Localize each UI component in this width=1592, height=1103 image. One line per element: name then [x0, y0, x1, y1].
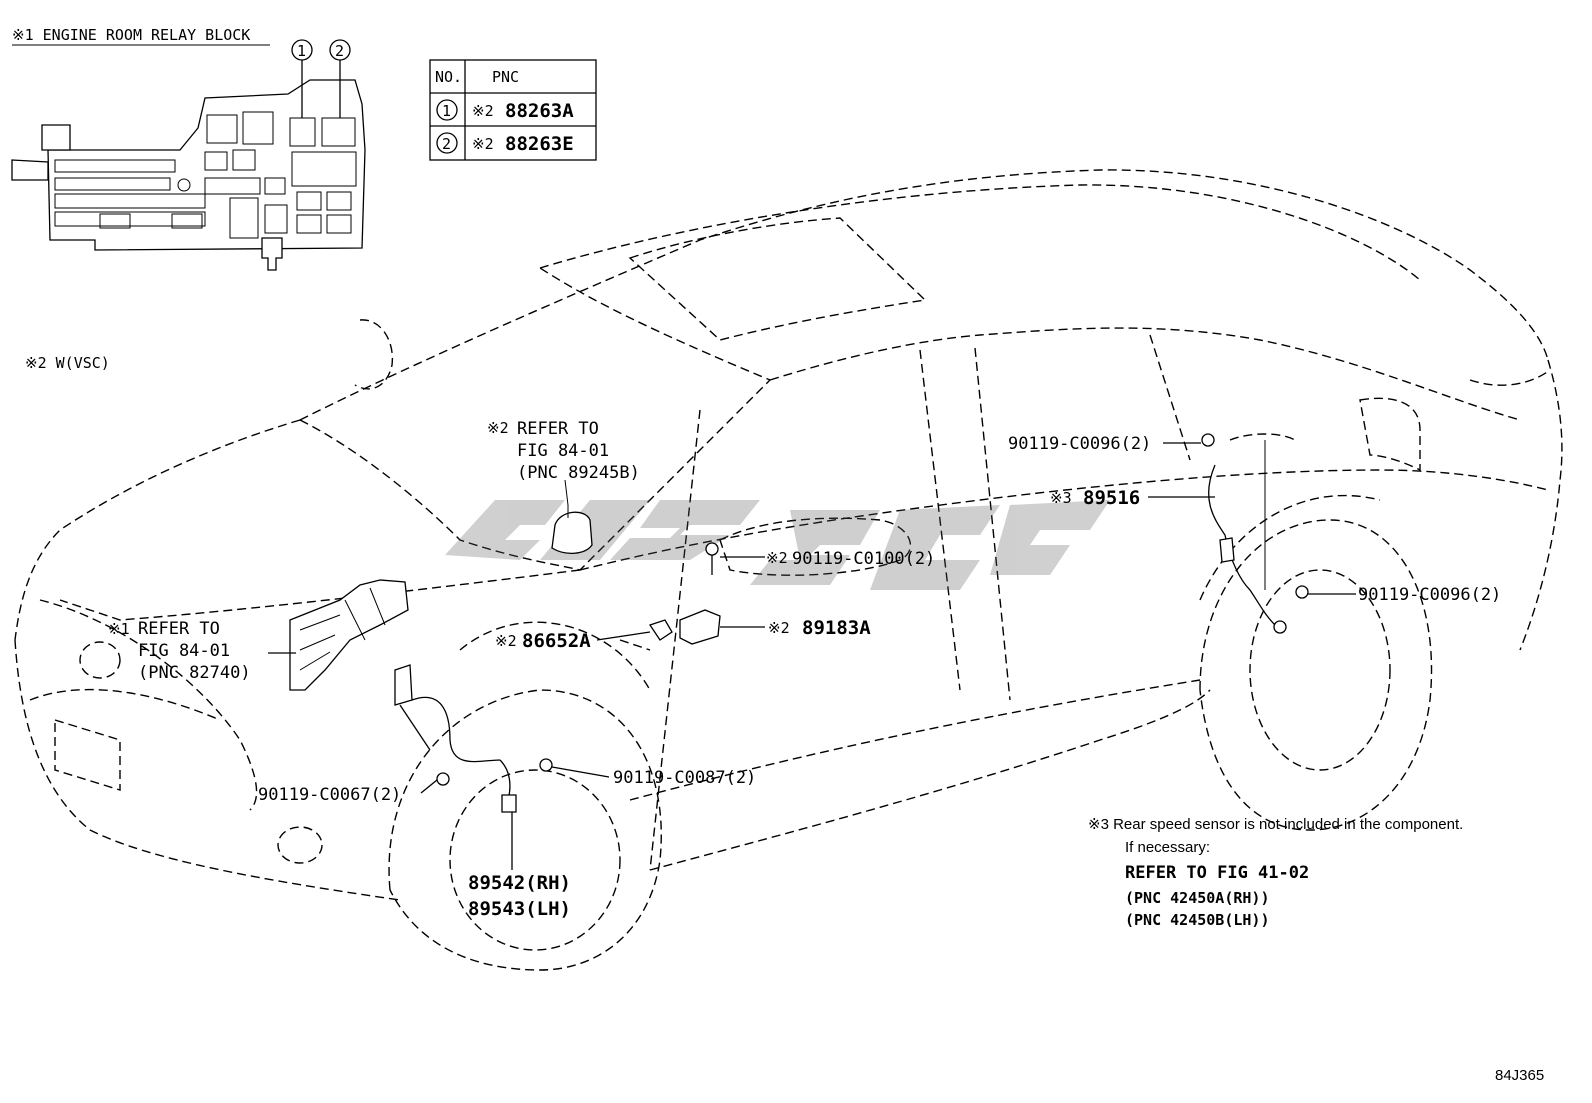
front-speed-sensor-part [394, 664, 553, 813]
refer-82740-line2: FIG 84-01 [138, 641, 230, 661]
89516-mark: ※3 [1050, 489, 1072, 507]
rear-speed-sensor-part [1201, 433, 1309, 634]
relay-callout-2: 2 [329, 39, 351, 61]
c0100-text: 90119-C0100(2) [792, 549, 935, 569]
pnc-row-2-no: 2 [442, 135, 451, 153]
sensor-89183a-part [679, 609, 721, 645]
figure-code: 84J365 [1495, 1067, 1544, 1084]
89516-text: 89516 [1083, 487, 1140, 509]
label-86652a: ※2 86652A [495, 630, 591, 652]
label-90119-c0087: 90119-C0087(2) [613, 768, 756, 788]
engine-room-relay-block-drawing [11, 60, 366, 271]
label-90119-c0096-rear: 90119-C0096(2) [1358, 585, 1501, 605]
pnc-table-header-pnc: PNC [492, 68, 519, 86]
refer-82740-line1: REFER TO [138, 619, 220, 639]
label-90119-c0067: 90119-C0067(2) [258, 785, 401, 805]
relay-callout-1-text: 1 [297, 42, 306, 60]
label-90119-c0100: ※2 90119-C0100(2) [766, 549, 935, 569]
label-89543-lh: 89543(LH) [468, 898, 571, 920]
rear-note-line5: (PNC 42450B(LH)) [1125, 911, 1270, 929]
rear-sensor-note: ※3 Rear speed sensor is not included in … [1088, 816, 1463, 929]
label-89542-rh: 89542(RH) [468, 872, 571, 894]
rear-note-line3: REFER TO FIG 41-02 [1125, 863, 1309, 883]
pnc-row-1-value: 88263A [505, 100, 574, 122]
label-89183a: ※2 89183A [768, 617, 871, 639]
relay-callout-1: 1 [291, 39, 313, 61]
refer-82740-line3: (PNC 82740) [138, 663, 251, 683]
pnc-table-header-no: NO. [435, 68, 462, 86]
watermark-logo [445, 500, 1110, 590]
c0100-mark: ※2 [766, 549, 788, 567]
leader-lines [268, 442, 1356, 870]
bolt-c0100-part [705, 542, 719, 575]
pnc-row-2-value: 88263E [505, 133, 574, 155]
rear-note-line1: ※3 Rear speed sensor is not included in … [1088, 816, 1463, 833]
refer-89245b-line3: (PNC 89245B) [517, 463, 640, 483]
abs-actuator-part [289, 579, 409, 691]
car-outline [14, 169, 1563, 971]
refer-89245b-line1: REFER TO [517, 419, 599, 439]
86652a-mark: ※2 [495, 632, 517, 650]
relay-block-title: ※1 ENGINE ROOM RELAY BLOCK [12, 26, 270, 46]
label-90119-c0096-top: 90119-C0096(2) [1008, 434, 1151, 454]
rear-note-line2: If necessary: [1125, 839, 1210, 856]
89183a-mark: ※2 [768, 619, 790, 637]
89183a-text: 89183A [802, 617, 871, 639]
pnc-row-2-mark: ※2 [472, 135, 494, 153]
relay-block-title-text: ※1 ENGINE ROOM RELAY BLOCK [12, 26, 250, 44]
label-refer-82740: ※1 REFER TO FIG 84-01 (PNC 82740) [108, 619, 251, 683]
label-89516: ※3 89516 [1050, 487, 1140, 509]
rear-note-line4: (PNC 42450A(RH)) [1125, 889, 1270, 907]
label-refer-89245b: ※2 REFER TO FIG 84-01 (PNC 89245B) [487, 419, 640, 483]
pnc-row-1-no: 1 [442, 102, 451, 120]
refer-82740-mark: ※1 [108, 620, 130, 638]
86652a-text: 86652A [522, 630, 591, 652]
connector-86652a-part [648, 619, 673, 641]
relay-callout-2-text: 2 [335, 42, 344, 60]
refer-89245b-line2: FIG 84-01 [517, 441, 609, 461]
vsc-note: ※2 W(VSC) [25, 354, 110, 372]
yaw-rate-sensor-part [551, 479, 593, 554]
refer-89245b-mark: ※2 [487, 419, 509, 437]
pnc-table: NO. PNC 1 ※2 88263A 2 ※2 88263E [429, 59, 597, 161]
pnc-row-1-mark: ※2 [472, 102, 494, 120]
